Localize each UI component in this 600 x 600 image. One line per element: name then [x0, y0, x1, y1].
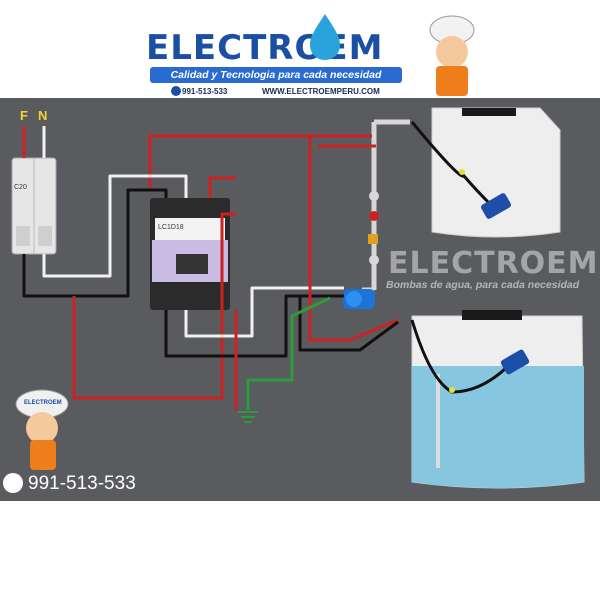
lower-tank — [411, 310, 585, 489]
terminal-label-f: F — [20, 108, 28, 123]
contactor — [150, 198, 230, 310]
upper-tank — [431, 107, 561, 238]
breaker-rating: C20 — [14, 184, 27, 191]
mascot-icon — [429, 15, 475, 96]
contactor-model: LC1D18 — [158, 224, 184, 231]
watermark-brand: ELECTROEM — [388, 246, 599, 281]
phone-icon — [171, 86, 181, 96]
watermark-tagline: Bombas de agua, para cada necesidad — [386, 279, 580, 291]
ground-icon — [238, 411, 258, 423]
header: ELECTROEM Calidad y Tecnologia para cada… — [0, 0, 600, 100]
pump-icon — [343, 289, 375, 309]
circuit-breaker — [11, 157, 57, 255]
upper-float-switch — [410, 121, 512, 219]
brand-logo: ELECTROEM — [146, 28, 384, 68]
header-phone: 991-513-533 — [182, 87, 228, 96]
terminal-label-n: N — [38, 108, 48, 123]
mascot-icon — [15, 389, 69, 470]
water-drop-icon — [310, 14, 340, 60]
header-website[interactable]: WWW.ELECTROEMPERU.COM — [262, 87, 380, 96]
tagline: Calidad y Tecnologia para cada necesidad — [150, 67, 402, 83]
footer — [0, 501, 600, 600]
contact-phone: 991-513-533 — [28, 473, 136, 494]
lower-float-switch — [410, 319, 530, 394]
mascot-badge: ELECTROEM — [24, 400, 62, 406]
phone-icon — [3, 473, 23, 493]
